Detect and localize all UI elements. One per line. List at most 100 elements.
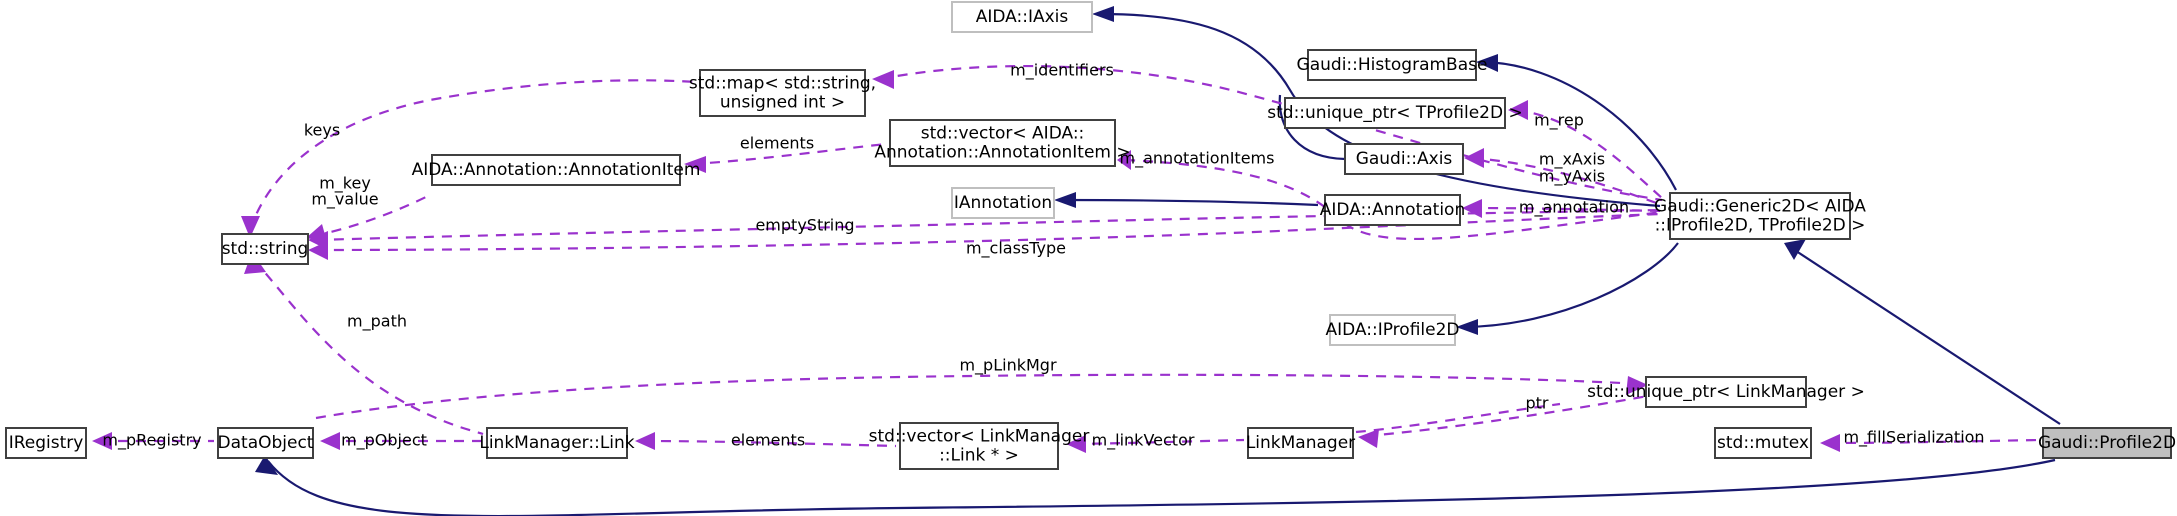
arrowhead-annotationitem-elements (684, 156, 706, 173)
arrowhead-linkmanager-ptr (1358, 429, 1379, 448)
node-iregistry[interactable]: IRegistry (5, 427, 87, 459)
edge-m-linkvector (1073, 438, 1245, 446)
node-uptr_linkmanager[interactable]: std::unique_ptr< LinkManager > (1587, 376, 1865, 408)
edge-label-m_pLinkMgr: m_pLinkMgr (959, 356, 1056, 376)
node-label-vec_link: ::Link * > (939, 446, 1019, 466)
node-label-profile2d: Gaudi::Profile2D (2038, 433, 2176, 453)
node-label-annotationitem: AIDA::Annotation::AnnotationItem (412, 160, 701, 180)
edge-ptr (1365, 394, 1649, 438)
node-box-iaxis[interactable] (951, 1, 1093, 33)
node-linkmanagerlink[interactable]: LinkManager::Link (479, 427, 635, 459)
edge-label-m_value: m_value (311, 190, 378, 210)
arrowhead-string-keys (241, 216, 260, 238)
node-label-annotation: AIDA::Annotation (1320, 200, 1465, 220)
edge-label-m_classType: m_classType (966, 239, 1066, 259)
node-box-iregistry[interactable] (5, 427, 87, 459)
node-box-uptr_tprofile2d[interactable] (1284, 97, 1506, 129)
node-annotation[interactable]: AIDA::Annotation (1320, 194, 1465, 226)
arrowhead-mutex (1820, 434, 1840, 452)
node-label-iannotation: IAnnotation (954, 193, 1052, 213)
edge-label-m_xAxis: m_xAxis (1539, 150, 1605, 170)
node-box-annotation[interactable] (1324, 194, 1461, 226)
edge-profile2d-to-generic2d (1789, 246, 2061, 425)
node-map_string_uint[interactable]: std::map< std::string,unsigned int > (689, 69, 876, 117)
edge-m-annotation (1469, 206, 1663, 213)
edge-m-annotationitems (1124, 158, 1663, 240)
arrowhead-iaxis (1092, 6, 1114, 22)
node-iannotation[interactable]: IAnnotation (951, 187, 1055, 219)
node-box-iprofile2d[interactable] (1329, 314, 1456, 346)
node-label-iprofile2d: AIDA::IProfile2D (1326, 320, 1460, 340)
inheritance-edges (255, 6, 2061, 516)
edge-label-m_pRegistry: m_pRegistry (102, 431, 201, 451)
node-annotationitem[interactable]: AIDA::Annotation::AnnotationItem (412, 154, 701, 186)
node-box-linkmanagerlink[interactable] (486, 427, 628, 459)
node-box-dataobject[interactable] (217, 427, 314, 459)
edge-label-m_identifiers: m_identifiers (1010, 61, 1114, 81)
node-box-annotationitem[interactable] (431, 154, 681, 186)
node-linkmanager[interactable]: LinkManager (1246, 427, 1355, 459)
node-mutex[interactable]: std::mutex (1714, 427, 1812, 459)
arrowhead-string-classtype (308, 241, 328, 260)
node-label-dataobject: DataObject (218, 433, 314, 453)
edge-m-key-value (313, 193, 433, 238)
edge-label-elements_ann: elements (740, 134, 814, 153)
arrowhead-histogrambase (1476, 54, 1498, 72)
edge-keys (248, 79, 697, 231)
edge-label-m_rep: m_rep (1534, 111, 1584, 131)
node-label-map_string_uint: std::map< std::string, (689, 74, 876, 94)
edge-label-m_linkVector: m_linkVector (1092, 431, 1195, 451)
node-label-iaxis: AIDA::IAxis (976, 7, 1069, 27)
arrowhead-uptr-tprofile2d (1508, 100, 1528, 120)
node-label-vec_link: std::vector< LinkManager (869, 427, 1090, 447)
node-histogrambase[interactable]: Gaudi::HistogramBase (1297, 49, 1488, 81)
node-box-iannotation[interactable] (951, 187, 1055, 219)
node-box-vec_link[interactable] (899, 422, 1059, 470)
node-box-generic2d[interactable] (1669, 192, 1851, 240)
node-string[interactable]: std::string (221, 233, 309, 265)
node-iprofile2d[interactable]: AIDA::IProfile2D (1326, 314, 1460, 346)
edge-m-fillserialization (1827, 438, 2040, 445)
edge-generic2d-to-iprofile2d (1463, 242, 1679, 329)
arrowhead-linkmanagerlink (635, 432, 655, 450)
node-box-linkmanager[interactable] (1247, 427, 1354, 459)
usage-edges (92, 64, 2040, 453)
node-vec_annitem[interactable]: std::vector< AIDA::Annotation::Annotatio… (874, 119, 1131, 167)
edge-axis-riser (1278, 94, 1346, 161)
node-box-vec_annitem[interactable] (889, 119, 1116, 167)
node-iaxis[interactable]: AIDA::IAxis (951, 1, 1093, 33)
node-box-uptr_linkmanager[interactable] (1645, 376, 1807, 408)
edge-m-rep (1515, 108, 1663, 199)
node-uptr_tprofile2d[interactable]: std::unique_ptr< TProfile2D > (1267, 97, 1523, 129)
edge-label-elements_link: elements (731, 431, 805, 450)
node-generic2d[interactable]: Gaudi::Generic2D< AIDA::IProfile2D, TPro… (1654, 192, 1866, 240)
node-box-mutex[interactable] (1714, 427, 1812, 459)
node-profile2d[interactable]: Gaudi::Profile2D (2038, 427, 2176, 459)
edge-label-m_annotation: m_annotation (1519, 198, 1629, 218)
node-box-map_string_uint[interactable] (699, 69, 866, 117)
edge-m-identifiers (879, 64, 1663, 202)
edge-generic2d-to-histogrambase (1483, 60, 1677, 191)
node-label-string: std::string (222, 239, 309, 259)
node-dataobject[interactable]: DataObject (217, 427, 314, 459)
node-box-histogrambase[interactable] (1307, 49, 1477, 81)
arrowhead-veclink (1066, 435, 1086, 453)
arrowhead-gaudi-axis (1464, 148, 1484, 168)
node-vec_link[interactable]: std::vector< LinkManager::Link * > (869, 422, 1090, 470)
edge-label-ptr: ptr (1525, 394, 1548, 413)
edge-label-m_path: m_path (347, 312, 407, 332)
arrowhead-uptr-linkmanager (1626, 376, 1648, 395)
node-gaudi_axis[interactable]: Gaudi::Axis (1344, 143, 1464, 175)
node-box-string[interactable] (221, 233, 309, 265)
edge-m-classtype (315, 212, 1663, 252)
node-label-uptr_linkmanager: std::unique_ptr< LinkManager > (1587, 382, 1865, 402)
arrowhead-iannotation (1054, 192, 1076, 208)
node-label-linkmanagerlink: LinkManager::Link (479, 433, 634, 453)
node-label-linkmanager: LinkManager (1246, 433, 1355, 453)
node-box-gaudi_axis[interactable] (1344, 143, 1464, 175)
node-label-histogrambase: Gaudi::HistogramBase (1297, 55, 1488, 75)
node-box-profile2d[interactable] (2042, 427, 2172, 459)
edge-label-m_pObject: m_pObject (341, 431, 427, 451)
